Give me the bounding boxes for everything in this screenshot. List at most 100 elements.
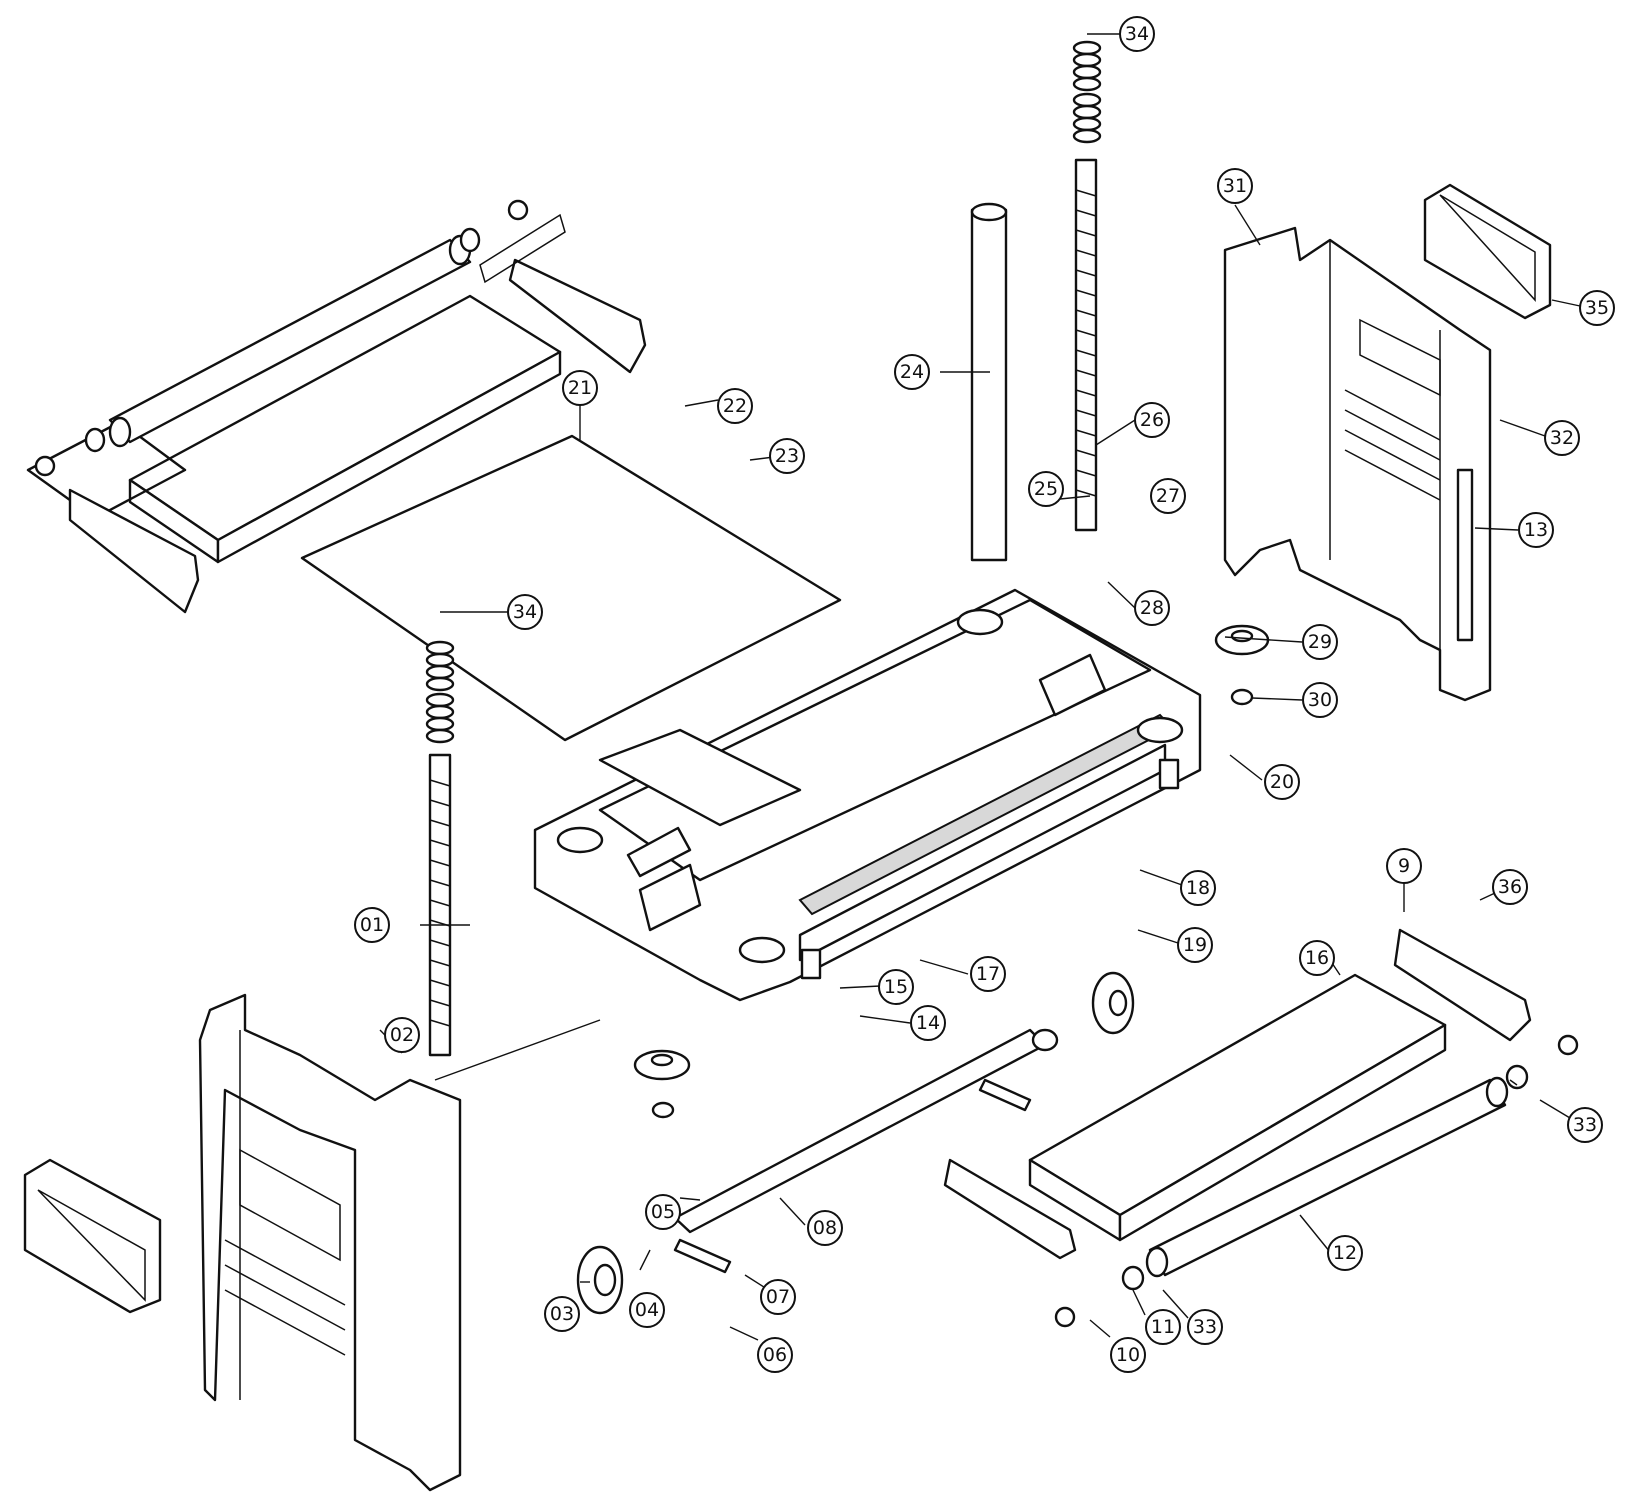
spring-34-lower bbox=[425, 640, 455, 744]
pulley-right bbox=[1091, 971, 1135, 1035]
callout-27: 27 bbox=[1150, 478, 1186, 514]
callout-23: 23 bbox=[769, 438, 805, 474]
leader-lines bbox=[379, 33, 1581, 1341]
callout-24: 24 bbox=[894, 354, 930, 390]
svg-text:34: 34 bbox=[1125, 23, 1149, 45]
right-extension-table bbox=[943, 928, 1532, 1260]
handle-35 bbox=[1423, 183, 1552, 320]
roller-12 bbox=[1054, 1034, 1579, 1328]
callout-25: 25 bbox=[1028, 471, 1064, 507]
svg-text:17: 17 bbox=[976, 963, 1000, 985]
callout-12: 12 bbox=[1327, 1235, 1363, 1271]
svg-text:11: 11 bbox=[1151, 1316, 1175, 1338]
pulley-lower bbox=[633, 1049, 691, 1119]
svg-text:26: 26 bbox=[1140, 409, 1164, 431]
svg-text:30: 30 bbox=[1308, 689, 1332, 711]
pulley-29 bbox=[1214, 624, 1270, 706]
callout-36: 36 bbox=[1492, 869, 1528, 905]
svg-text:35: 35 bbox=[1585, 297, 1609, 319]
left-roller bbox=[34, 199, 529, 477]
svg-text:05: 05 bbox=[651, 1201, 675, 1223]
callout-08: 08 bbox=[807, 1210, 843, 1246]
svg-text:23: 23 bbox=[775, 445, 799, 467]
callout-28: 28 bbox=[1134, 590, 1170, 626]
right-side-cover bbox=[1223, 226, 1492, 702]
shaft-08 bbox=[673, 1028, 1059, 1234]
plate-under bbox=[978, 1078, 1032, 1112]
bracket-07 bbox=[673, 1238, 732, 1274]
svg-text:21: 21 bbox=[568, 377, 592, 399]
svg-text:02: 02 bbox=[390, 1024, 414, 1046]
callout-22: 22 bbox=[717, 388, 753, 424]
left-extension-table bbox=[26, 294, 562, 614]
svg-text:10: 10 bbox=[1116, 1344, 1140, 1366]
svg-text:04: 04 bbox=[635, 1299, 659, 1321]
callout-16: 16 bbox=[1299, 940, 1335, 976]
svg-text:06: 06 bbox=[763, 1344, 787, 1366]
callout-03: 03 bbox=[544, 1296, 580, 1332]
svg-text:34: 34 bbox=[513, 601, 537, 623]
svg-text:24: 24 bbox=[900, 361, 924, 383]
callout-05: 05 bbox=[645, 1194, 681, 1230]
svg-text:25: 25 bbox=[1034, 478, 1058, 500]
callout-07: 07 bbox=[760, 1279, 796, 1315]
svg-text:15: 15 bbox=[884, 976, 908, 998]
callout-15: 15 bbox=[878, 969, 914, 1005]
base-casting bbox=[533, 588, 1202, 1002]
callout-34-lower: 34 bbox=[507, 594, 543, 630]
svg-text:14: 14 bbox=[916, 1012, 940, 1034]
callout-34-upper: 34 bbox=[1119, 16, 1155, 52]
svg-text:19: 19 bbox=[1183, 934, 1207, 956]
callout-30: 30 bbox=[1302, 682, 1338, 718]
svg-text:08: 08 bbox=[813, 1217, 837, 1239]
column-24 bbox=[970, 202, 1008, 562]
callout-21: 21 bbox=[562, 370, 598, 406]
callout-10: 10 bbox=[1110, 1337, 1146, 1373]
callout-19: 19 bbox=[1177, 927, 1213, 963]
main-table-plate bbox=[300, 434, 842, 742]
svg-text:33: 33 bbox=[1573, 1114, 1597, 1136]
svg-text:01: 01 bbox=[360, 914, 384, 936]
svg-text:31: 31 bbox=[1223, 175, 1247, 197]
svg-text:03: 03 bbox=[550, 1303, 574, 1325]
lead-screw-26 bbox=[1074, 158, 1098, 532]
svg-text:32: 32 bbox=[1550, 427, 1574, 449]
callout-31: 31 bbox=[1217, 168, 1253, 204]
callout-13: 13 bbox=[1518, 512, 1554, 548]
callout-18: 18 bbox=[1180, 870, 1216, 906]
callout-9: 9 bbox=[1386, 848, 1422, 884]
callout-06: 06 bbox=[757, 1337, 793, 1373]
svg-text:12: 12 bbox=[1333, 1242, 1357, 1264]
callout-02: 02 bbox=[384, 1017, 420, 1053]
callout-29: 29 bbox=[1302, 624, 1338, 660]
callout-33-upper: 33 bbox=[1567, 1107, 1603, 1143]
left-side-cover bbox=[198, 993, 462, 1492]
svg-text:33: 33 bbox=[1193, 1316, 1217, 1338]
callout-14: 14 bbox=[910, 1005, 946, 1041]
svg-text:29: 29 bbox=[1308, 631, 1332, 653]
callout-01: 01 bbox=[354, 907, 390, 943]
svg-text:27: 27 bbox=[1156, 485, 1180, 507]
svg-text:20: 20 bbox=[1270, 771, 1294, 793]
svg-text:13: 13 bbox=[1524, 519, 1548, 541]
svg-text:36: 36 bbox=[1498, 876, 1522, 898]
svg-text:28: 28 bbox=[1140, 597, 1164, 619]
lead-screw-01 bbox=[428, 753, 452, 1057]
handle-lower-left bbox=[23, 1158, 162, 1314]
svg-text:16: 16 bbox=[1305, 947, 1329, 969]
callout-11: 11 bbox=[1145, 1309, 1181, 1345]
callout-26: 26 bbox=[1134, 402, 1170, 438]
spring-34-upper bbox=[1072, 40, 1102, 144]
callout-32: 32 bbox=[1544, 420, 1580, 456]
left-table-bracket-top bbox=[479, 213, 647, 374]
svg-text:18: 18 bbox=[1186, 877, 1210, 899]
callout-20: 20 bbox=[1264, 764, 1300, 800]
callout-04: 04 bbox=[629, 1292, 665, 1328]
svg-text:07: 07 bbox=[766, 1286, 790, 1308]
gear-03 bbox=[576, 1245, 624, 1315]
callout-17: 17 bbox=[970, 956, 1006, 992]
callout-35: 35 bbox=[1579, 290, 1615, 326]
svg-text:9: 9 bbox=[1398, 855, 1410, 877]
svg-text:22: 22 bbox=[723, 395, 747, 417]
